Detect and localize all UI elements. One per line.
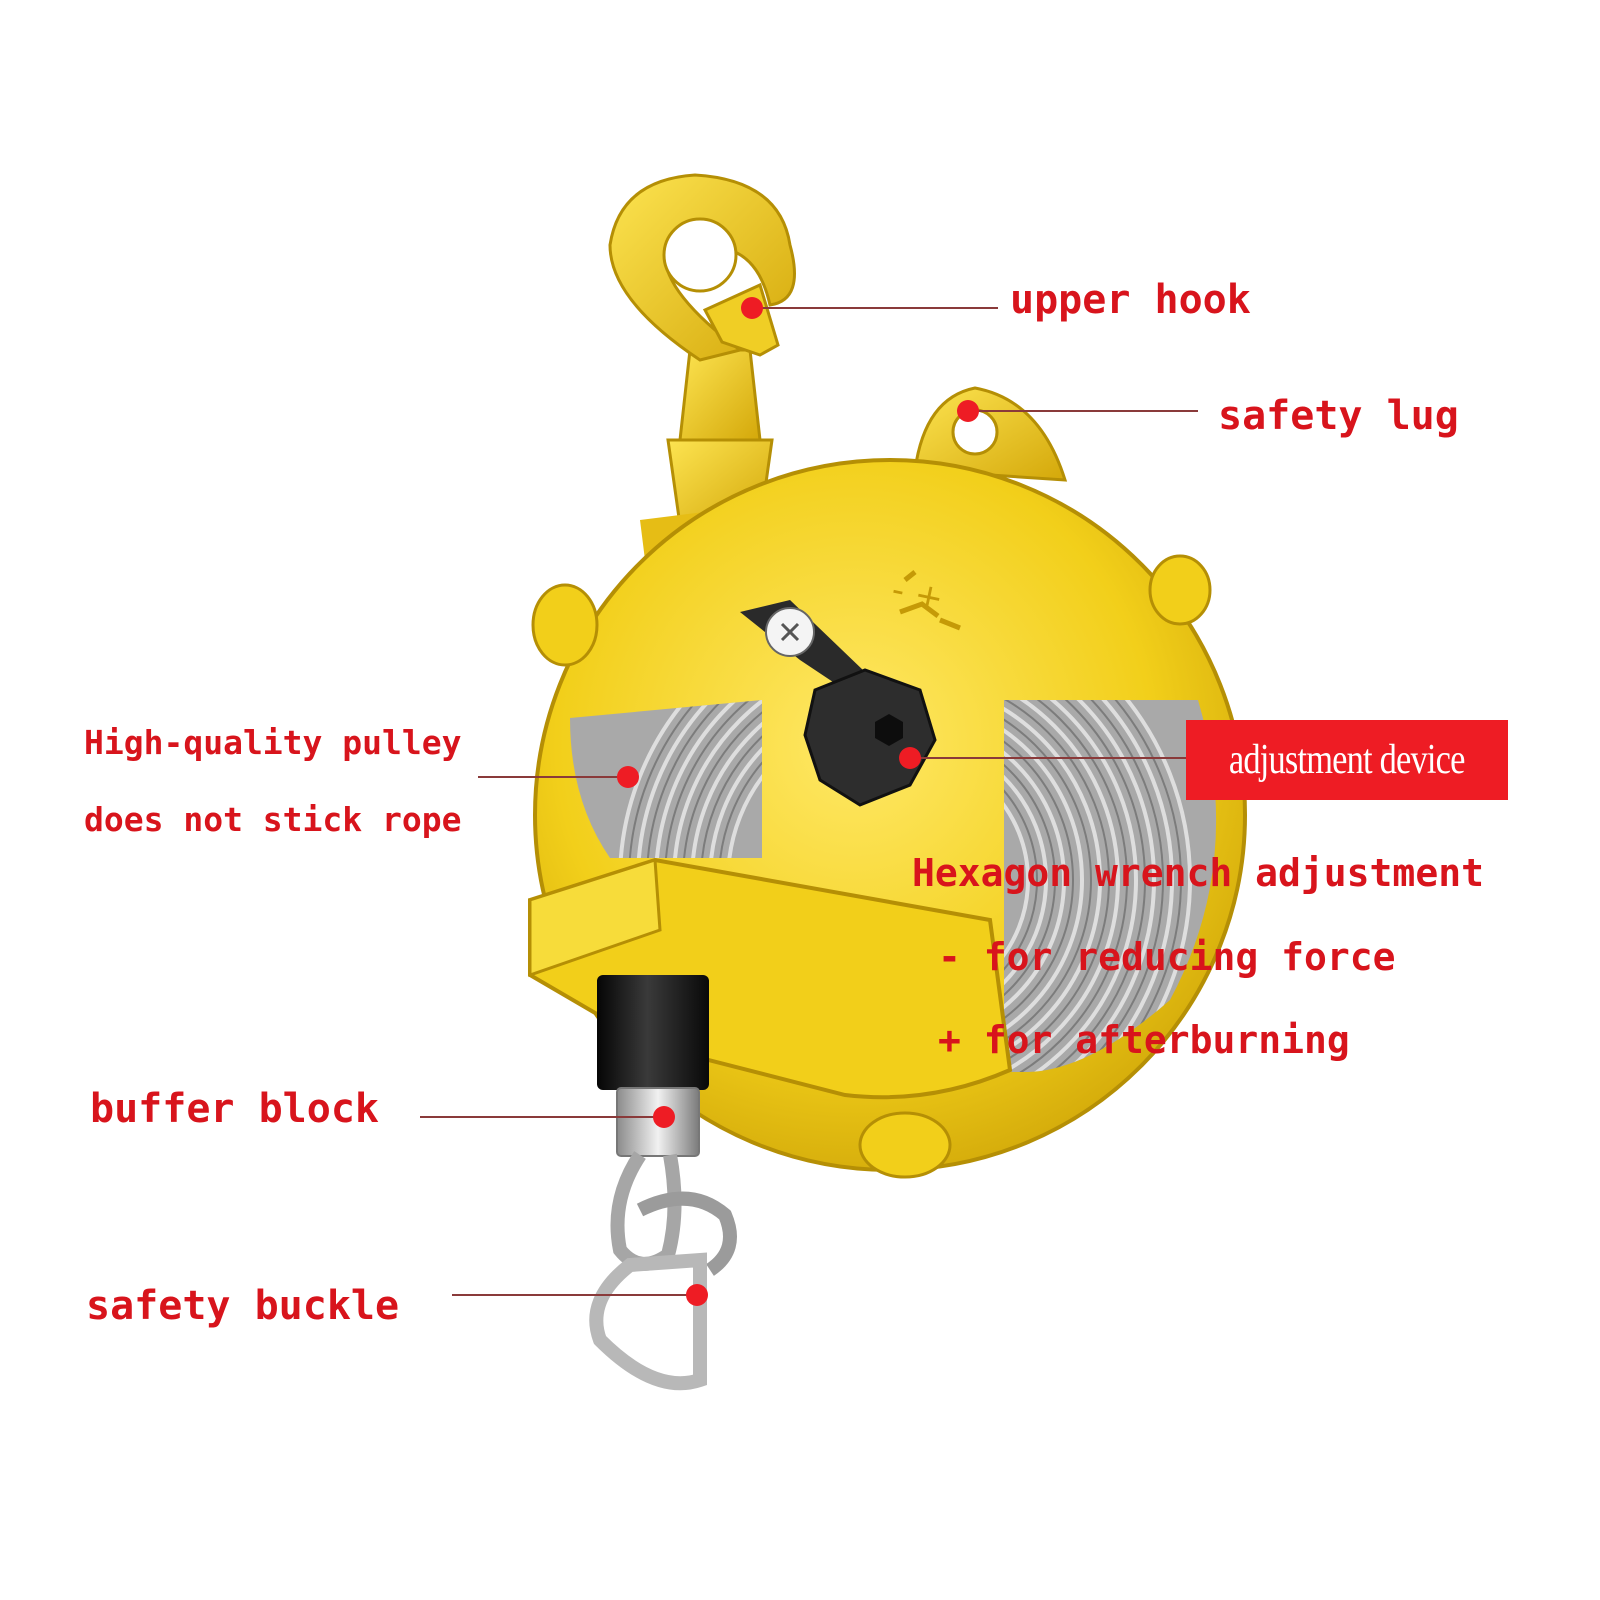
- callout-adjustment-device: adjustment device: [1186, 720, 1508, 800]
- pulley-rope-left: [570, 700, 762, 858]
- label-safety-buckle: safety buckle: [86, 1283, 400, 1329]
- label-upper-hook: upper hook: [1010, 277, 1251, 323]
- label-pulley-line1: High-quality pulley: [84, 723, 462, 762]
- label-pulley-line2: does not stick rope: [84, 800, 462, 839]
- safety-lug: [913, 386, 1068, 482]
- safety-buckle: [589, 1151, 737, 1391]
- label-buffer-block: buffer block: [90, 1086, 379, 1132]
- label-hexagon-adjustment: Hexagon wrench adjustment: [912, 851, 1484, 895]
- adjustment-device: [740, 600, 937, 807]
- leader-lines: [420, 307, 1198, 1296]
- label-safety-lug: safety lug: [1218, 393, 1459, 439]
- pulley-rope-right: [1004, 700, 1217, 1072]
- label-reducing-force: - for reducing force: [938, 935, 1396, 979]
- label-adjustment-device: adjustment device: [1229, 737, 1465, 783]
- buffer-block: [597, 975, 709, 1157]
- label-afterburning: + for afterburning: [938, 1018, 1350, 1062]
- callout-dots: [617, 297, 979, 1306]
- upper-hook: [608, 173, 796, 527]
